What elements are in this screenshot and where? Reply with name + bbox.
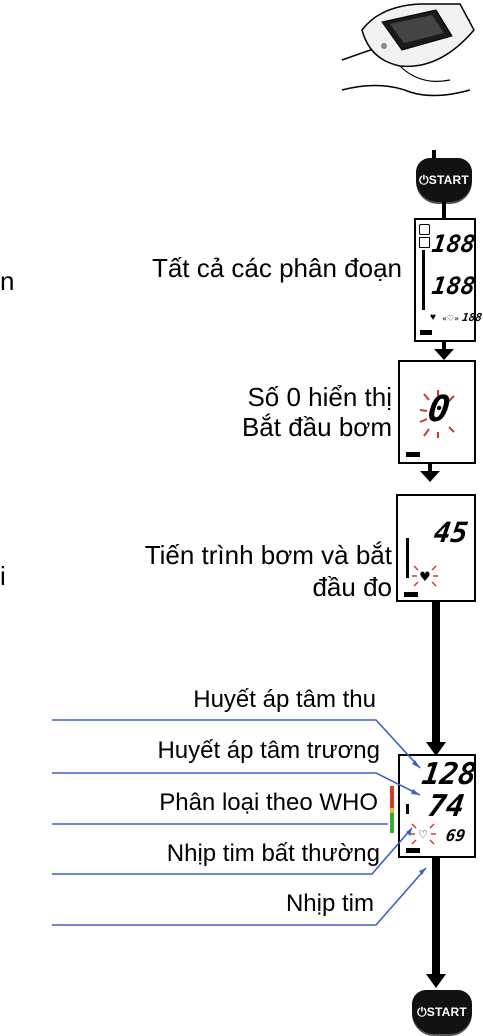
wrist-monitor-illustration [340,0,476,120]
display-all-segments: 188 188 ♥ «♡» 188 [414,218,483,342]
battery-icon [404,592,418,597]
user-icon [419,237,430,248]
label-zero-line1: Số 0 hiển thị [247,382,392,412]
who-yellow-bar [390,808,394,813]
label-all-segments: Tất cả các phân đoạn [151,253,402,283]
blinking-icon [419,390,455,438]
label-who: Phân loại theo WHO [159,789,378,816]
cutoff-fragment: n [0,266,15,296]
label-pulse: Nhịp tim [285,890,374,917]
pressure-bar [406,538,409,578]
who-indicator [406,804,409,814]
irregular-heartbeat-icon: ♡ [410,823,436,845]
label-irregular: Nhịp tim bất thường [166,840,380,867]
connector-line [432,602,440,748]
irregular-heart-icon: «♡» [442,314,459,323]
display-zero: 0 [398,360,476,464]
svg-text:♥: ♥ [419,570,431,585]
who-green-bar [390,813,394,833]
display-results: 128 74 ♡ 69 [398,754,479,858]
who-red-bar [390,786,394,808]
heart-blink-icon: ♥ [412,565,438,587]
cutoff-fragment: i [0,561,6,591]
connector-line [432,858,440,978]
heart-icon: ♥ [430,312,436,323]
arrow-down-icon [424,740,448,765]
label-progress-line1: Tiến trình bơm và bắt [144,540,392,570]
power-icon: ⏻ [417,1004,427,1019]
arrow-down-icon [432,342,456,367]
label-diastolic: Huyết áp tâm trương [157,737,380,764]
label-systolic: Huyết áp tâm thu [193,686,376,713]
label-zero-line2: Bắt đầu bơm [241,412,392,442]
power-icon: ⏻ [419,172,429,187]
battery-icon [420,330,432,335]
label-progress-line2: đầu đo [312,572,392,602]
svg-text:♡: ♡ [418,828,428,841]
who-bar [422,250,425,310]
arrow-down-icon [418,464,442,489]
start-button[interactable]: ⏻START [416,158,472,202]
arrow-down-icon [424,972,448,997]
battery-icon [406,452,420,457]
connector-line [442,202,446,218]
display-inflate: ♥ 45 [396,494,476,602]
start-button[interactable]: ⏻START [412,990,472,1034]
battery-icon [406,848,420,853]
memory-icon [419,224,430,235]
